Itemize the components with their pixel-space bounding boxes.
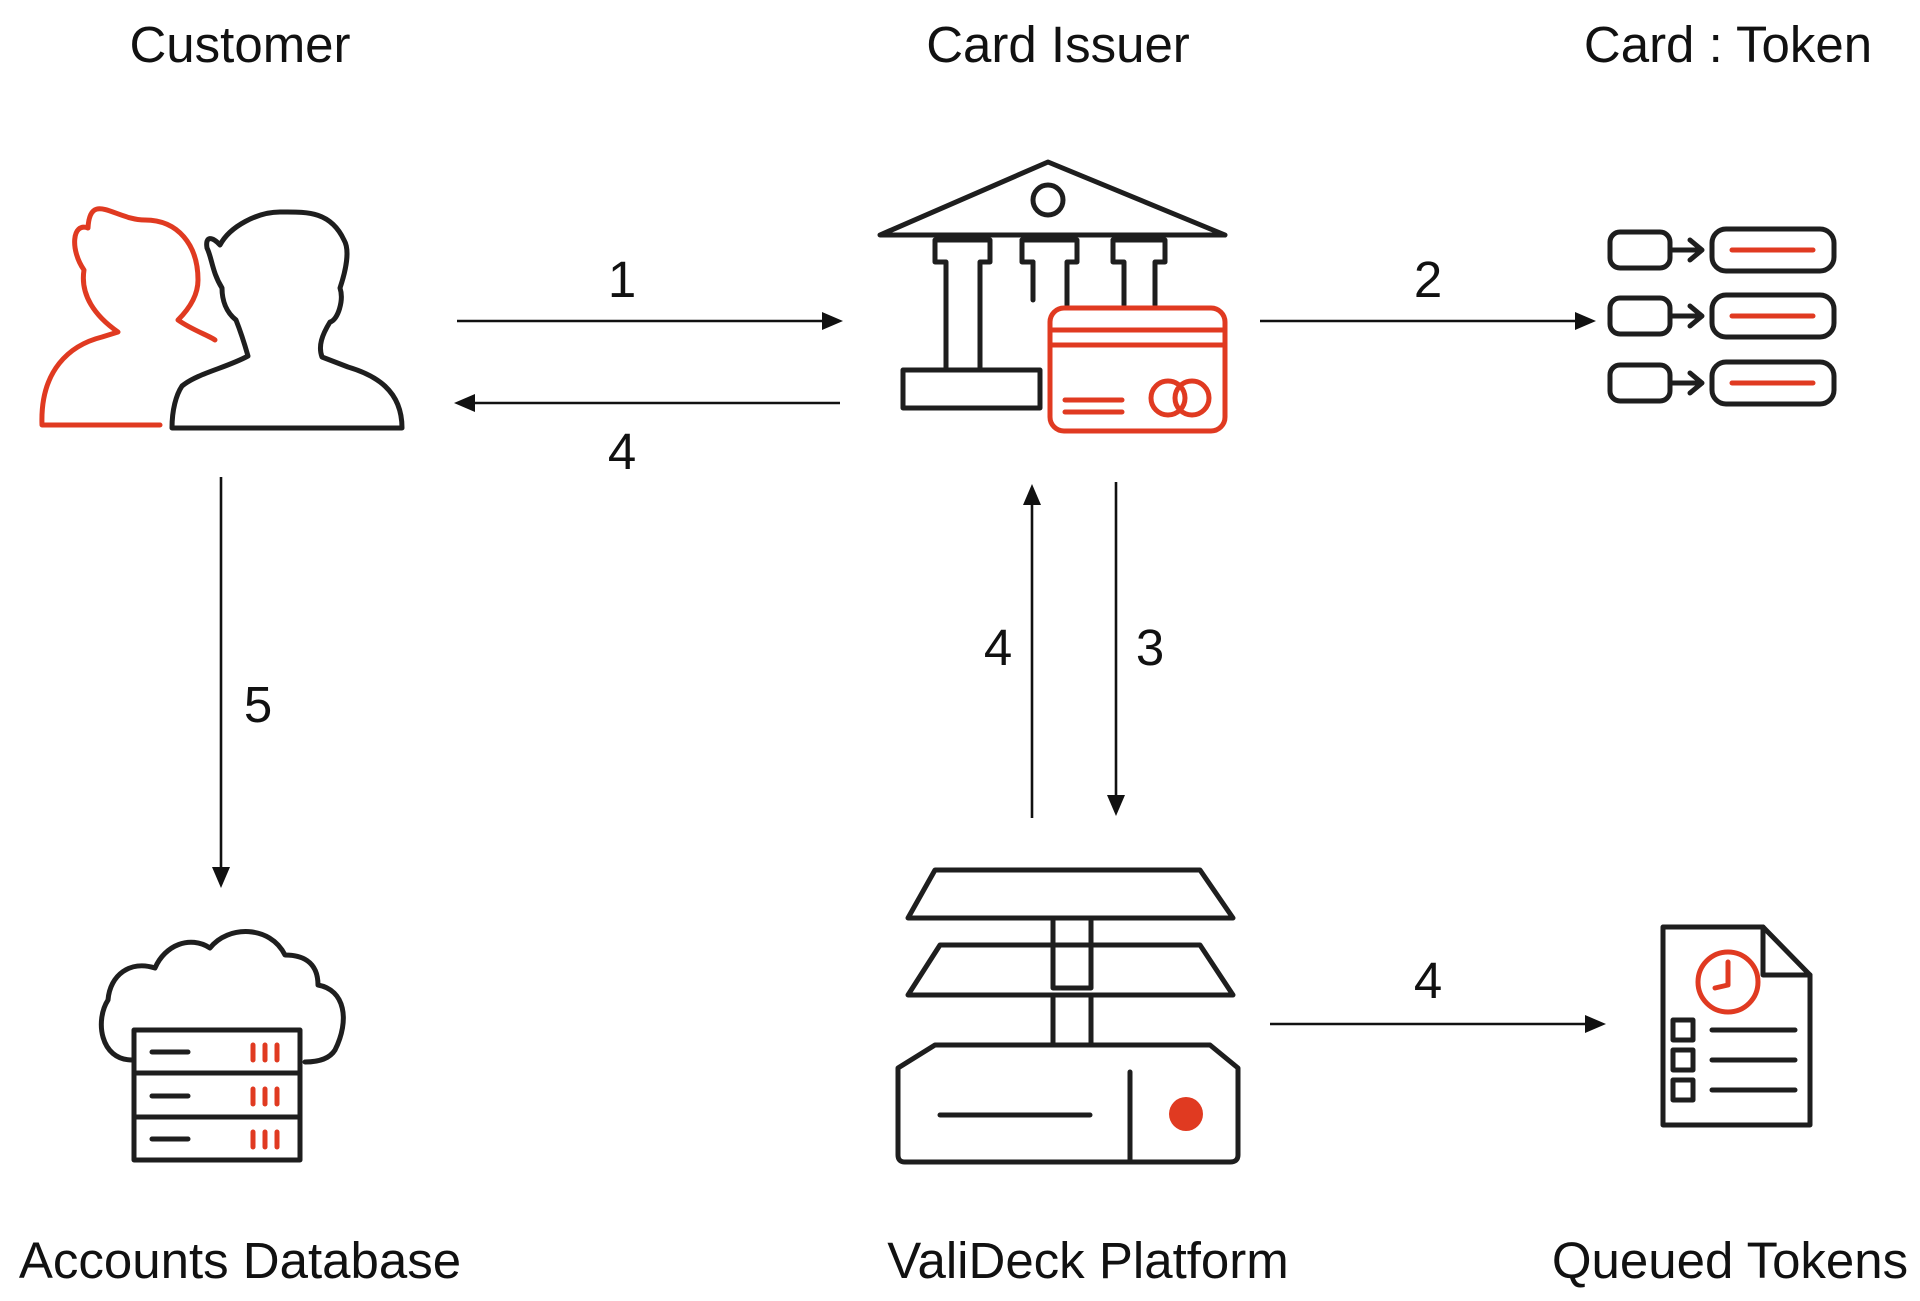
card-token-label: Card : Token	[1584, 16, 1872, 73]
arrow-issuer-to-tokens	[1260, 312, 1596, 330]
arrow-issuer-to-customer	[454, 394, 840, 412]
step-label-1: 1	[608, 251, 636, 308]
arrow-platform-to-issuer	[1023, 484, 1041, 818]
queued-tokens-label: Queued Tokens	[1552, 1232, 1908, 1289]
step-label-2: 2	[1414, 251, 1442, 308]
cloud-database-icon	[98, 929, 346, 1163]
card-issuer-label: Card Issuer	[926, 16, 1190, 73]
validect-platform-label: ValiDeck Platform	[887, 1232, 1289, 1289]
bank-card-icon	[877, 159, 1228, 434]
step-label-4-queue: 4	[1414, 952, 1442, 1009]
arrow-issuer-to-platform	[1107, 482, 1125, 816]
step-label-5: 5	[244, 676, 272, 733]
arrow-platform-to-queue	[1270, 1015, 1606, 1033]
arrow-customer-to-database	[212, 477, 230, 888]
customers-icon	[39, 206, 405, 431]
step-label-4-platform: 4	[984, 619, 1012, 676]
step-label-3: 3	[1136, 619, 1164, 676]
step-label-4-return: 4	[608, 423, 636, 480]
server-platform-icon	[895, 867, 1241, 1165]
accounts-database-label: Accounts Database	[19, 1232, 461, 1289]
token-mapping-icon	[1607, 226, 1837, 407]
customer-label: Customer	[129, 16, 350, 73]
arrow-customer-to-issuer	[457, 312, 843, 330]
queued-document-icon	[1660, 924, 1813, 1128]
